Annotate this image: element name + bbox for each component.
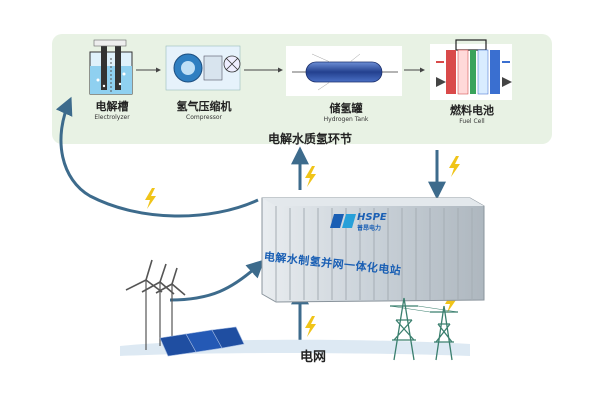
fuel-cell-image [430, 39, 512, 100]
wind-turbines [125, 259, 186, 350]
container-logo-subtext: 普昂电力 [357, 225, 382, 232]
electrolyzer-name-en: Electrolyzer [94, 114, 130, 121]
hydrogen-tank-name-en: Hydrogen Tank [323, 116, 369, 123]
electrolyzer-label: 电解槽 Electrolyzer [82, 98, 142, 121]
cycle-title: 电解水质氢环节 [267, 132, 352, 146]
hydrogen-tank-label: 储氢罐 Hydrogen Tank [306, 100, 386, 123]
lightning-icon [305, 316, 316, 337]
lightning-icon [449, 156, 460, 177]
curved-return-arrow [55, 96, 259, 218]
electrolyzer-image [89, 39, 133, 95]
lightning-icon-group [145, 156, 460, 337]
lightning-icon [305, 166, 316, 187]
lightning-icon [145, 188, 156, 209]
fuel-cell-name-en: Fuel Cell [459, 118, 485, 125]
hydrogen-tank-image [286, 46, 402, 96]
compressor-image [165, 45, 241, 91]
solar-panels [159, 326, 245, 357]
compressor-name-en: Compressor [186, 114, 222, 121]
compressor-name-cn: 氢气压缩机 [176, 100, 232, 113]
fuel-cell-label: 燃料电池 Fuel Cell [436, 102, 508, 125]
container-logo-text: HSPE [357, 212, 387, 223]
renewables-arrow [169, 259, 265, 302]
grid-label: 电网 [299, 350, 326, 365]
compressor-label: 氢气压缩机 Compressor [166, 98, 242, 121]
electrolyzer-name-cn: 电解槽 [95, 100, 129, 113]
container-logo: HSPE 普昂电力 [357, 212, 387, 232]
lightning-icon [445, 292, 456, 313]
hydrogen-tank-name-cn: 储氢罐 [329, 102, 363, 115]
power-towers [389, 297, 459, 361]
container-unit-image [261, 197, 485, 303]
fuel-cell-name-cn: 燃料电池 [450, 104, 494, 117]
